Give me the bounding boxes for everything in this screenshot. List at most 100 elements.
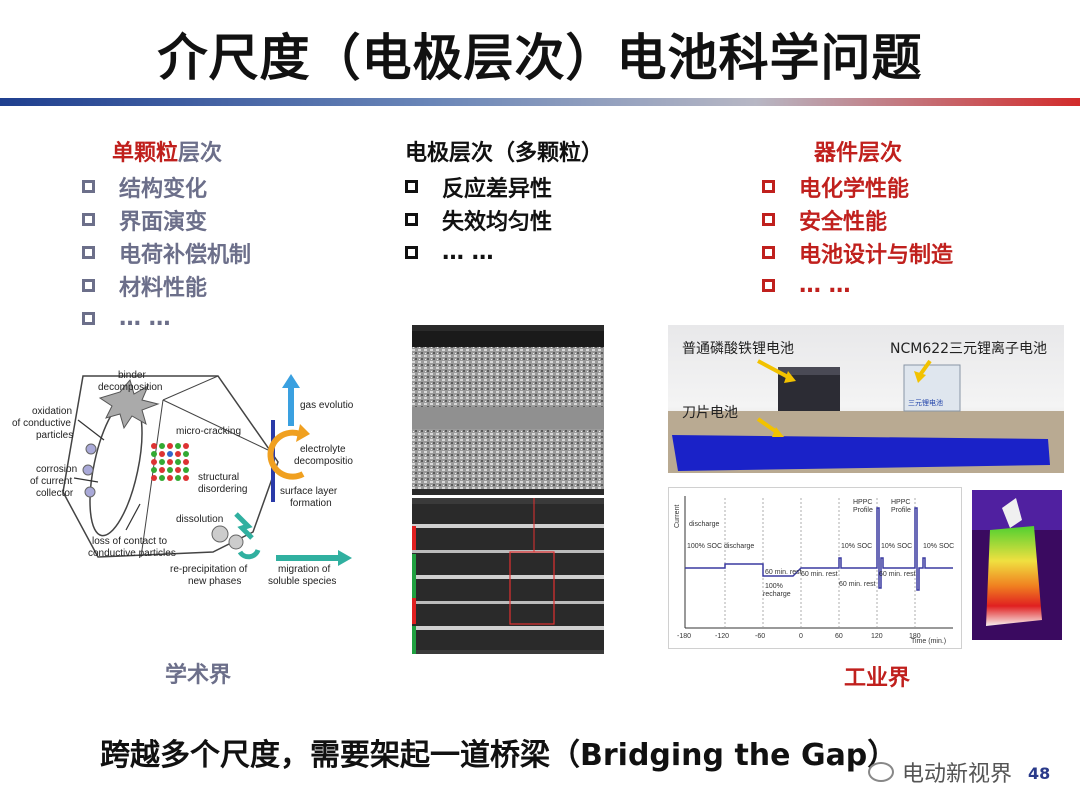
label-formation: formation bbox=[290, 498, 332, 509]
label-loss-contact: loss of contact to bbox=[92, 536, 167, 547]
label-surface-layer: surface layer bbox=[280, 486, 338, 497]
right-item: 安全性能 bbox=[762, 203, 1062, 236]
checkbox-icon bbox=[762, 246, 775, 259]
label-collector: collector bbox=[36, 488, 74, 499]
thermal-cell-shape bbox=[986, 526, 1042, 626]
binder-decomposition-icon bbox=[98, 378, 160, 430]
checkbox-icon bbox=[405, 180, 418, 193]
middle-heading: 电极层次（多颗粒） bbox=[405, 141, 604, 166]
blade-battery bbox=[672, 435, 1050, 471]
ann-rest4: 60 min. rest bbox=[879, 571, 916, 578]
left-heading: 单颗粒层次 bbox=[112, 138, 342, 170]
ncm-cell bbox=[903, 364, 961, 412]
slide-title: 介尺度（电极层次）电池科学问题 bbox=[157, 29, 923, 87]
ann-rest2: 60 min. rest bbox=[801, 571, 838, 578]
checkbox-icon bbox=[405, 213, 418, 226]
wechat-icon bbox=[868, 762, 894, 782]
page-number: 48 bbox=[1028, 764, 1051, 783]
label-of-conductive: of conductive bbox=[12, 418, 71, 429]
label-conductive-particles: conductive particles bbox=[88, 548, 176, 559]
checkbox-icon bbox=[762, 180, 775, 193]
right-caption: 工业界 bbox=[844, 666, 911, 691]
left-item: 界面演变 bbox=[82, 203, 342, 236]
label-new-phases: new phases bbox=[188, 576, 241, 587]
left-caption: 学术界 bbox=[165, 663, 232, 688]
label-corrosion: corrosion bbox=[36, 464, 77, 475]
label-gas-evolution: gas evolutio bbox=[300, 400, 354, 411]
electrolyte-arc-icon bbox=[267, 429, 305, 480]
label-ncm: NCM622三元锂离子电池 bbox=[890, 340, 1047, 357]
left-item: … … bbox=[82, 302, 342, 335]
title-gradient-bar bbox=[0, 98, 1080, 106]
ann-hppc2b: Profile bbox=[891, 507, 911, 514]
checkbox-icon bbox=[82, 213, 95, 226]
left-item: 电荷补偿机制 bbox=[82, 236, 342, 269]
label-of-current: of current bbox=[30, 476, 72, 487]
checkbox-icon bbox=[82, 180, 95, 193]
ann-recharge-pct: 100% bbox=[765, 583, 783, 590]
label-lfp: 普通磷酸铁锂电池 bbox=[682, 341, 794, 357]
ann-discharge: discharge bbox=[689, 521, 719, 528]
x-tick: -60 bbox=[755, 633, 765, 640]
middle-item: 反应差异性 bbox=[405, 170, 665, 203]
label-binder: binder bbox=[118, 370, 146, 381]
zoom-region-box bbox=[509, 551, 555, 625]
ann-hppc2: HPPC bbox=[891, 499, 910, 506]
checkbox-icon bbox=[405, 246, 418, 259]
checkbox-icon bbox=[762, 213, 775, 226]
label-particles: particles bbox=[36, 430, 73, 441]
right-heading: 器件层次 bbox=[814, 141, 903, 166]
middle-item: 失效均匀性 bbox=[405, 203, 665, 236]
right-item: 电化学性能 bbox=[762, 170, 1062, 203]
chart-y-label: Current bbox=[674, 505, 681, 528]
label-decompositio: decompositio bbox=[294, 456, 353, 467]
x-tick: -180 bbox=[677, 633, 691, 640]
thermal-image bbox=[972, 490, 1062, 640]
ann-hppc1: HPPC bbox=[853, 499, 872, 506]
ann-recharge: recharge bbox=[763, 591, 791, 598]
label-blade: 刀片电池 bbox=[682, 405, 738, 421]
x-tick: 0 bbox=[799, 633, 803, 640]
gas-evolution-arrow-icon bbox=[282, 374, 300, 426]
left-heading-rest: 层次 bbox=[178, 141, 223, 166]
ann-hppc1b: Profile bbox=[853, 507, 873, 514]
watermark: 电动新视界 bbox=[868, 756, 1012, 788]
x-tick: -120 bbox=[715, 633, 729, 640]
ann-rest1: 60 min. rest bbox=[765, 569, 802, 576]
ann-soc3: 10% SOC bbox=[923, 543, 954, 550]
ann-soc1: 10% SOC bbox=[841, 543, 872, 550]
battery-photo: 三元锂电池 普通磷酸铁锂电池 NCM622三元锂离子电池 刀片电池 bbox=[668, 325, 1064, 473]
degradation-mechanism-diagram: binder decomposition oxidation of conduc… bbox=[12, 370, 354, 587]
dissolution-arrow-icon bbox=[234, 512, 254, 540]
label-dissolution: dissolution bbox=[176, 514, 223, 525]
checkbox-icon bbox=[82, 312, 95, 325]
ann-rest3: 60 min. rest bbox=[839, 581, 876, 588]
label-electrolyte: electrolyte bbox=[300, 444, 346, 455]
x-tick: 180 bbox=[909, 633, 921, 640]
right-item: 电池设计与制造 bbox=[762, 236, 1062, 269]
label-binder-decomp: decomposition bbox=[98, 382, 162, 393]
chart-x-label: Time (min.) bbox=[911, 638, 946, 645]
column-device: 器件层次 电化学性能 安全性能 电池设计与制造 … … bbox=[762, 138, 1062, 302]
middle-item: … … bbox=[405, 236, 665, 269]
bridging-statement: 跨越多个尺度，需要架起一道桥梁（Bridging the Gap） bbox=[100, 738, 898, 773]
hppc-current-profile-chart: Current Time (min.) discharge 100% SOC d… bbox=[668, 487, 962, 649]
electrode-stack-image bbox=[412, 498, 604, 654]
label-structural: structural bbox=[198, 472, 239, 483]
watermark-text: 电动新视界 bbox=[902, 762, 1013, 787]
column-single-particle: 单颗粒层次 结构变化 界面演变 电荷补偿机制 材料性能 … … bbox=[82, 138, 342, 335]
label-soluble-species: soluble species bbox=[268, 576, 336, 587]
structural-lattice bbox=[151, 443, 189, 481]
label-micro-cracking: micro-cracking bbox=[176, 426, 241, 437]
x-tick: 60 bbox=[835, 633, 843, 640]
current-curve bbox=[685, 507, 953, 591]
checkbox-icon bbox=[762, 279, 775, 292]
checkbox-icon bbox=[82, 246, 95, 259]
left-heading-highlight: 单颗粒 bbox=[112, 141, 179, 166]
checkbox-icon bbox=[82, 279, 95, 292]
label-reprecipitation: re-precipitation of bbox=[170, 564, 247, 575]
label-migration: migration of bbox=[278, 564, 330, 575]
ann-soc2: 10% SOC bbox=[881, 543, 912, 550]
ann-soc-discharge: 100% SOC discharge bbox=[687, 543, 754, 550]
label-oxidation: oxidation bbox=[32, 406, 72, 417]
